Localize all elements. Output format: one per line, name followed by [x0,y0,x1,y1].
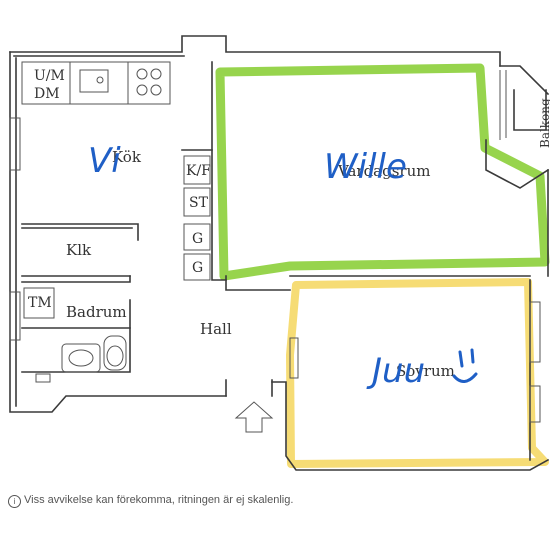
label-vardagsrum: Vardagsrum [337,162,430,180]
label-klk: Klk [66,241,92,259]
living-room-highlight [215,63,550,281]
label-badrum: Badrum [66,303,127,321]
annotation-juu: Juu [366,351,425,391]
disclaimer-text: Viss avvikelse kan förekomma, ritningen … [24,494,294,506]
windows [9,117,541,423]
kitchen-fixtures [21,61,211,319]
label-balkong: Balkong [538,98,550,148]
sink-icon [79,69,109,93]
annotation-wille: Wille [324,147,407,187]
stove-icon [136,68,148,80]
label-kf: K/F [186,163,211,179]
label-sovrum: Sovrum [396,362,455,380]
label-kok: Kök [112,148,142,166]
label-g2: G [192,260,203,276]
label-tm: TM [28,295,52,311]
annotation-vi: Vi [88,141,121,181]
bathroom-fixtures [35,335,127,383]
entrance-arrow-icon [234,401,274,433]
label-st: ST [189,195,209,211]
info-icon: i [8,495,21,508]
smiley-icon [452,348,478,383]
label-g1: G [192,231,203,247]
label-hall: Hall [200,320,232,338]
walls [9,35,550,471]
label-dm: DM [34,86,60,102]
bathtub-icon [61,343,101,373]
label-um: U/M [34,68,65,84]
toilet-icon [103,335,127,371]
